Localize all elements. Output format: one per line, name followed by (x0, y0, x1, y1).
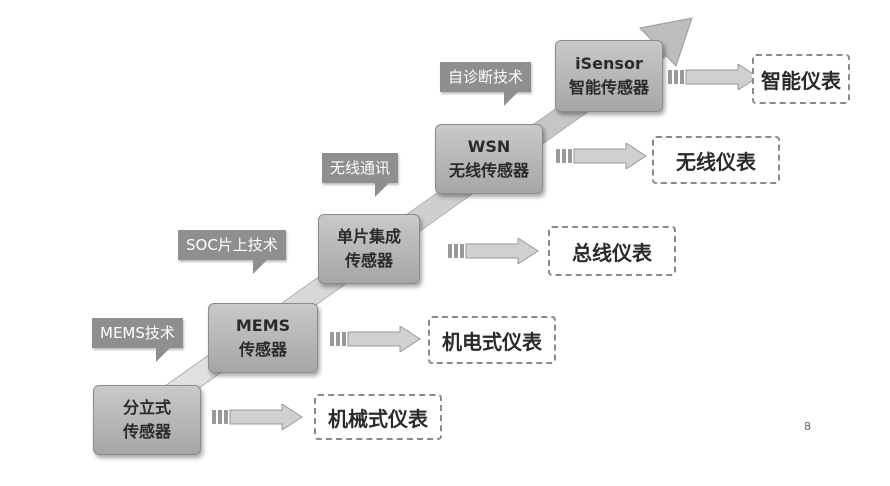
instrument-label: 机械式仪表 (328, 406, 428, 431)
sensor-line2: 智能传感器 (568, 78, 649, 97)
sensor-line1: 单片集成 (336, 227, 401, 246)
callout-label: 自诊断技术 (448, 68, 524, 86)
sensor-box-isensor: iSensor 智能传感器 (555, 40, 663, 112)
tech-callout-mems: MEMS技术 (92, 318, 183, 362)
sensor-box-monolithic: 单片集成 传感器 (318, 214, 420, 284)
tech-callout-soc: SOC片上技术 (178, 230, 286, 274)
instrument-box-electromechanical: 机电式仪表 (428, 316, 556, 364)
sensor-line2: 传感器 (122, 422, 171, 441)
sensor-box-discrete: 分立式 传感器 (93, 385, 201, 455)
callout-label: 无线通讯 (330, 159, 391, 177)
sensor-line1: iSensor (575, 54, 643, 73)
instrument-label: 无线仪表 (676, 149, 756, 174)
arrow-stage-2 (448, 238, 539, 264)
sensor-box-wsn: WSN 无线传感器 (435, 124, 543, 194)
tech-callout-wireless: 无线通讯 (322, 153, 399, 197)
sensor-line2: 传感器 (344, 251, 393, 270)
instrument-box-wireless: 无线仪表 (652, 136, 780, 184)
instrument-box-intelligent: 智能仪表 (752, 54, 850, 104)
instrument-label: 总线仪表 (572, 240, 652, 265)
instrument-label: 机电式仪表 (442, 329, 542, 354)
sensor-line1: 分立式 (122, 398, 171, 417)
sensor-line2: 无线传感器 (448, 161, 529, 180)
sensor-line1: WSN (467, 137, 511, 156)
arrow-stage-4 (668, 64, 759, 90)
instrument-box-bus: 总线仪表 (548, 226, 676, 276)
sensor-line2: 传感器 (238, 340, 287, 359)
sensor-line1: MEMS (235, 316, 291, 335)
tech-callout-self-diagnosis: 自诊断技术 (440, 62, 532, 106)
arrow-stage-0 (212, 404, 303, 430)
callout-label: SOC片上技术 (186, 236, 278, 254)
page-number: 8 (804, 420, 811, 433)
instrument-label: 智能仪表 (761, 68, 841, 93)
arrow-stage-1 (330, 326, 421, 352)
sensor-box-mems: MEMS 传感器 (208, 303, 318, 373)
instrument-box-mechanical: 机械式仪表 (314, 394, 442, 440)
callout-label: MEMS技术 (100, 324, 175, 342)
arrow-stage-3 (556, 143, 647, 169)
